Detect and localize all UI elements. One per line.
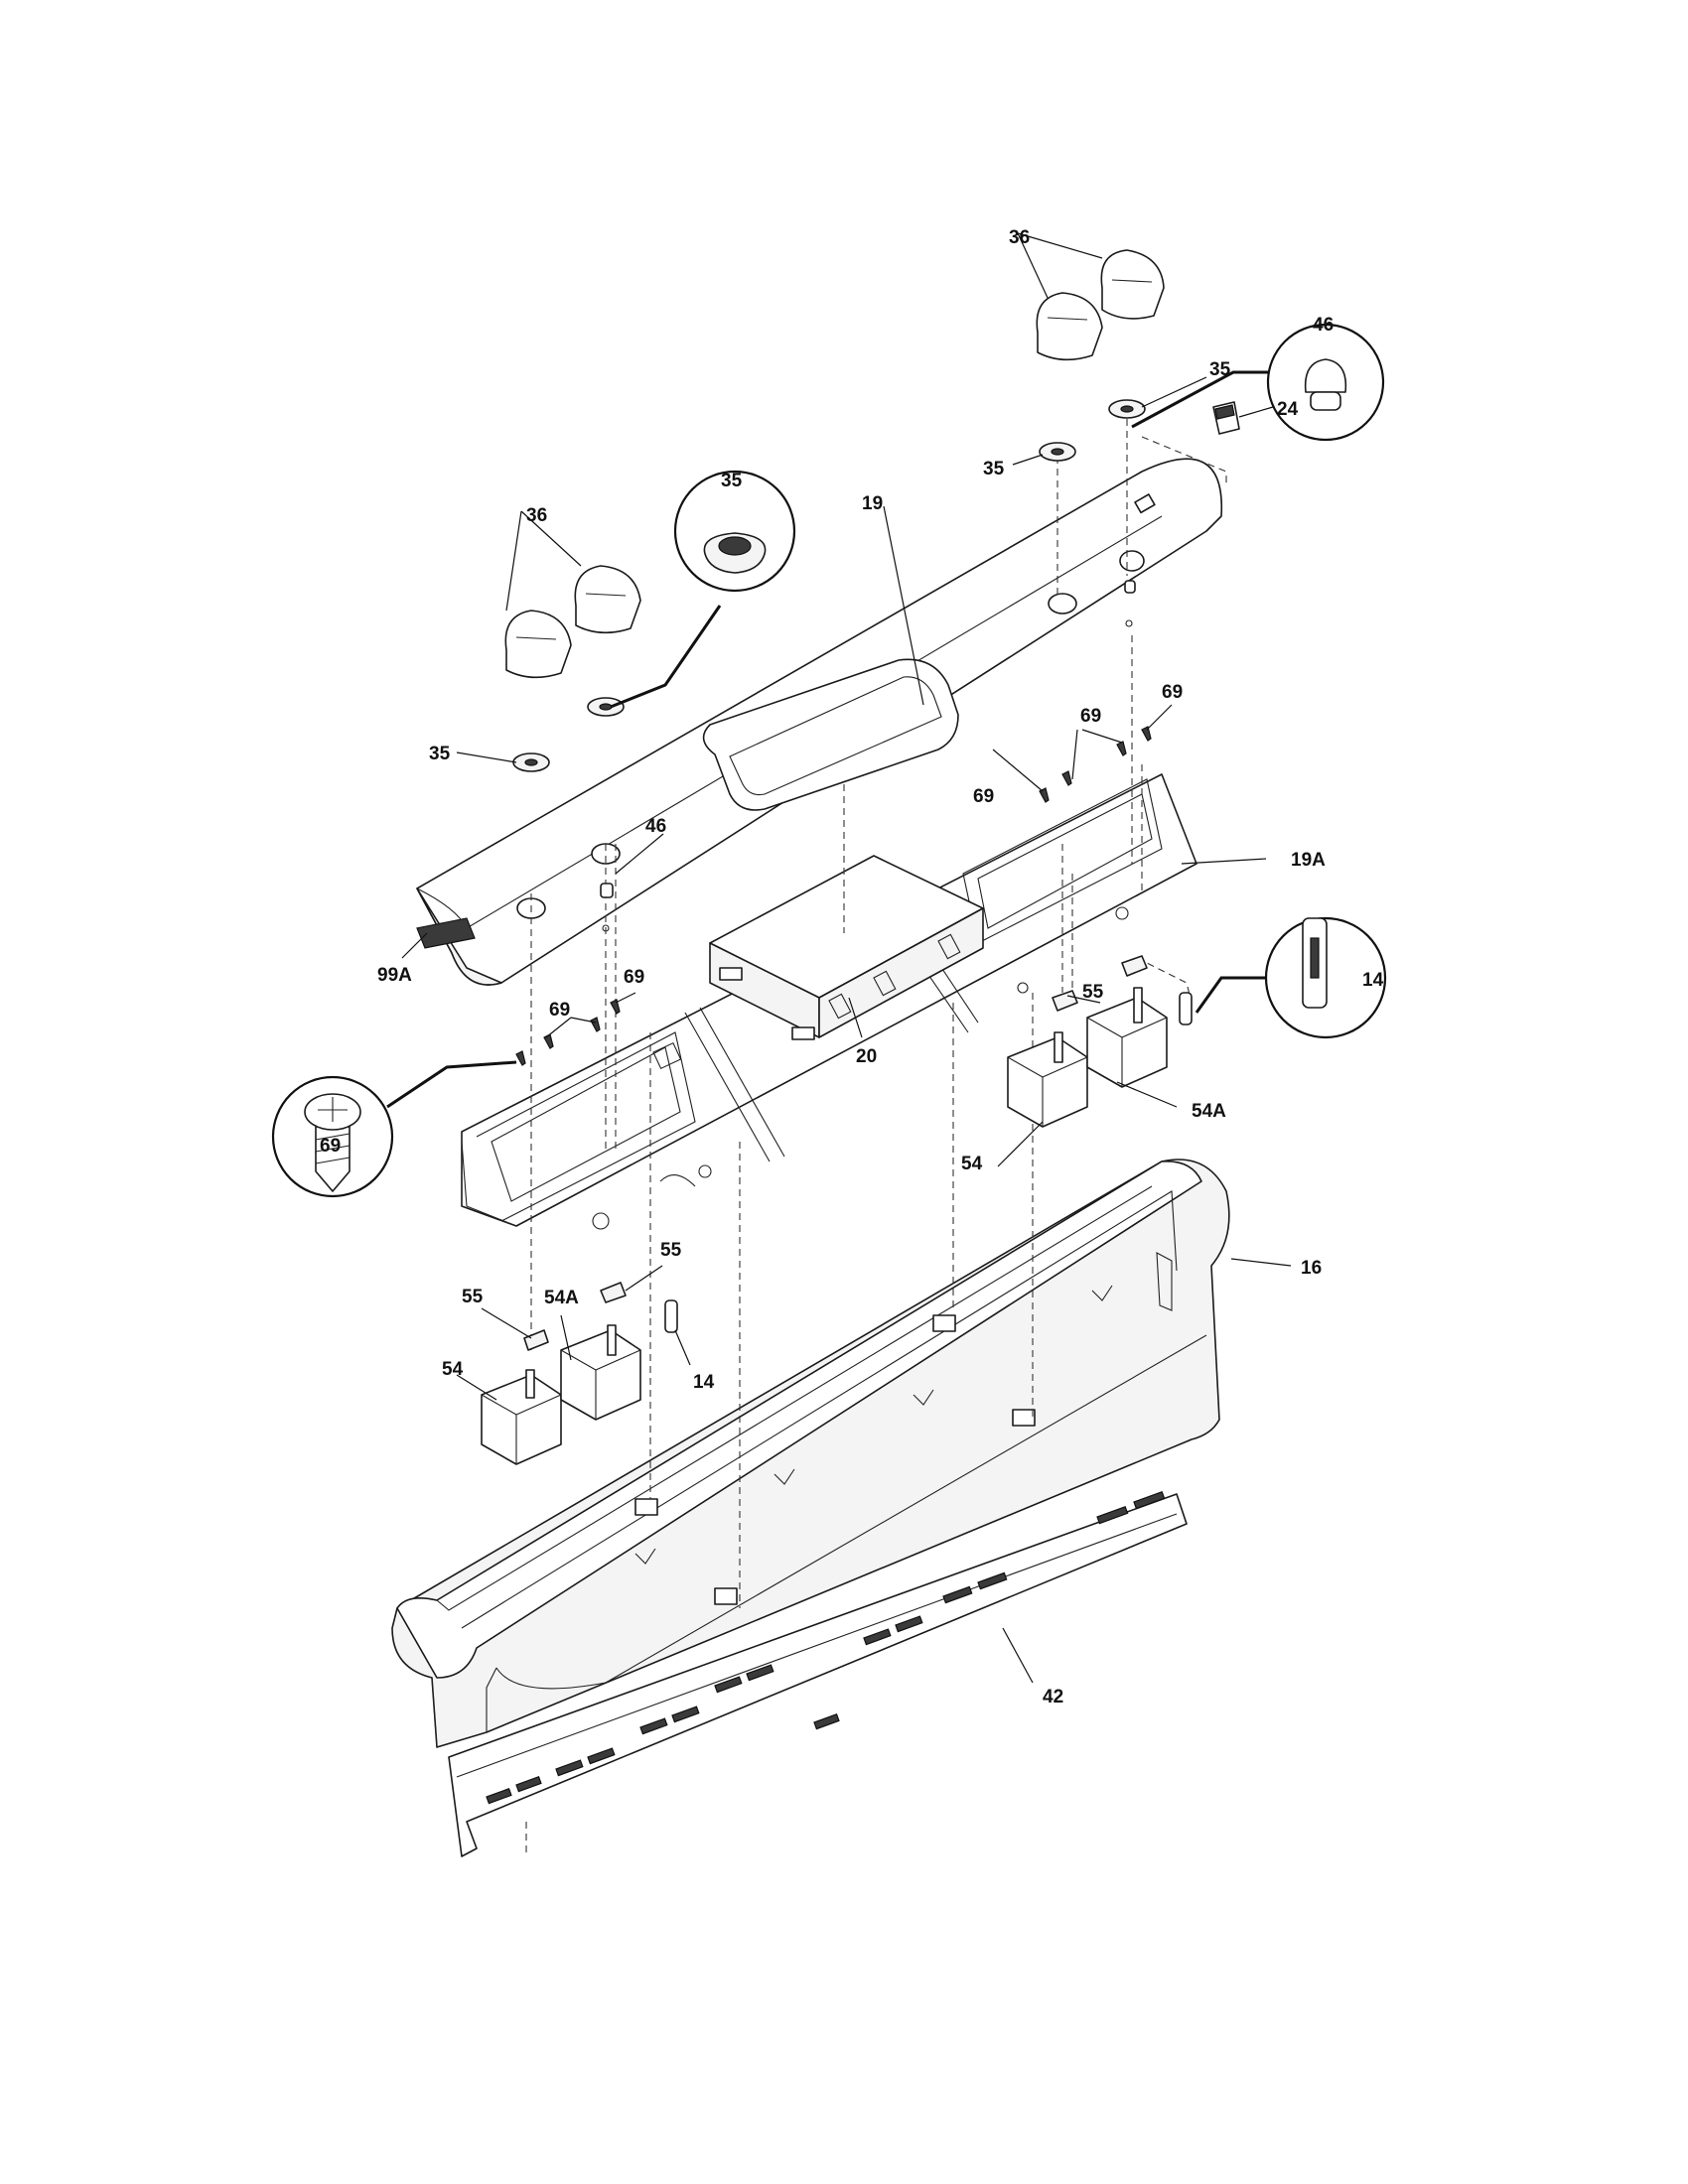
label-35-top-mid: 35 xyxy=(983,459,1005,479)
bezel-part xyxy=(512,399,1146,772)
label-35-left: 35 xyxy=(429,744,451,764)
label-69-e: 69 xyxy=(624,967,644,988)
label-20: 20 xyxy=(856,1046,877,1067)
screw-part xyxy=(515,726,1152,1066)
label-69-c: 69 xyxy=(973,786,994,807)
label-54-left: 54 xyxy=(442,1359,464,1380)
detail-light xyxy=(1195,916,1387,1039)
label-35-detail: 35 xyxy=(721,471,743,491)
label-69-detail: 69 xyxy=(320,1136,341,1157)
label-36-top: 36 xyxy=(1009,227,1030,248)
label-55-left-a: 55 xyxy=(660,1240,682,1261)
label-55-left-b: 55 xyxy=(462,1287,484,1307)
push-button-part xyxy=(600,580,1136,898)
label-99A: 99A xyxy=(377,965,412,986)
ribbon-cable-part xyxy=(416,917,468,929)
label-46: 46 xyxy=(645,816,666,837)
label-36-left: 36 xyxy=(526,505,547,526)
backguard-part xyxy=(391,1159,1230,1748)
label-19: 19 xyxy=(862,493,883,514)
indicator-light-part xyxy=(664,992,1193,1333)
control-board-part xyxy=(709,855,984,1040)
label-19A: 19A xyxy=(1291,850,1326,871)
label-42: 42 xyxy=(1043,1687,1063,1707)
label-14-detail: 14 xyxy=(1362,970,1384,991)
receptacle-part xyxy=(523,955,1148,1351)
label-14-left: 14 xyxy=(693,1372,715,1393)
rocker-switch-part xyxy=(1212,401,1240,435)
label-69-a: 69 xyxy=(1080,706,1101,727)
label-54A-left: 54A xyxy=(544,1288,579,1308)
label-16: 16 xyxy=(1301,1258,1322,1279)
label-55-right: 55 xyxy=(1082,982,1104,1003)
label-54A-right: 54A xyxy=(1192,1101,1226,1122)
detail-bezel xyxy=(610,470,796,709)
knob-part xyxy=(504,249,1165,679)
label-54-right: 54 xyxy=(961,1154,983,1174)
assembly-guide-lines xyxy=(525,407,1227,1856)
detail-screw xyxy=(271,1060,517,1198)
detail-button xyxy=(1131,323,1385,442)
label-69-b: 69 xyxy=(1162,682,1183,703)
label-69-d: 69 xyxy=(549,1000,570,1021)
part-labels: 36 36 35 35 24 19 35 46 35 46 69 69 69 6… xyxy=(320,227,1384,1707)
label-46-detail: 46 xyxy=(1313,315,1334,336)
label-24: 24 xyxy=(1277,399,1299,420)
leader-lines xyxy=(401,232,1292,1684)
infinite-switch-part xyxy=(481,987,1168,1465)
console-panel-part xyxy=(416,458,1223,986)
rear-cover-part xyxy=(448,1490,1188,1857)
label-35-top-right: 35 xyxy=(1209,359,1231,380)
